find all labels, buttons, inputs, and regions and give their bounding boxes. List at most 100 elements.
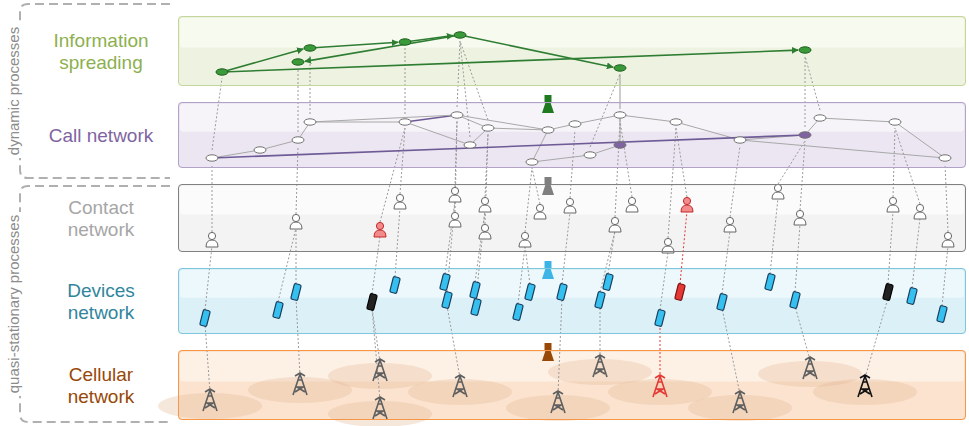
phone-body [655,309,666,326]
call-link [488,128,548,130]
call-node [584,152,596,158]
layer-link [310,54,311,114]
layer-top-face [180,18,964,47]
person-icon [394,194,406,209]
person-head [889,197,896,204]
person-icon [479,224,491,239]
call-link [895,122,945,158]
call-link [405,122,470,145]
cell-tower [858,375,872,397]
cell-tower [203,389,217,411]
phone-body [390,276,401,293]
call-node [889,119,901,125]
person-body [449,195,461,202]
layer-link [778,141,805,184]
layer-ground [178,350,966,420]
layer-link [372,236,380,294]
layer-link [562,212,570,284]
person-head [726,217,733,224]
person-head [451,187,458,194]
layer-label: Call network [49,125,154,147]
info-node [614,65,626,71]
phone-icon [603,273,614,290]
person-head [451,212,458,219]
person-body [519,240,531,247]
call-node [464,142,476,148]
layer-link [912,218,920,288]
phone-icon [790,291,801,308]
info-node [799,47,811,53]
person-icon [794,210,806,225]
person-icon [609,217,621,232]
person-head [664,238,671,245]
layer-link [680,211,687,284]
layer-link [945,164,948,232]
call-link [820,118,895,122]
phone-icon [471,298,482,315]
person-icon [290,214,302,229]
layer-link [895,128,920,204]
spread-arrow [222,49,303,72]
person-body [772,192,784,199]
person-body [290,222,302,229]
call-link [212,135,805,158]
person-icon [772,184,784,199]
person-body [609,225,621,232]
phone-icon [440,273,451,290]
person-body [449,220,461,227]
phone-body [471,298,482,315]
call-node [614,142,626,148]
layer-link [395,208,400,277]
person-icon [564,198,576,213]
person-head [396,194,403,201]
layer-arrow [545,343,552,350]
person-body [681,205,693,212]
person-head [611,217,618,224]
layer-link [212,78,222,150]
person-head [481,197,488,204]
phone-icon [390,276,401,293]
person-icon [534,204,546,219]
call-link [310,115,457,122]
phone-icon [717,293,728,310]
layer-link [660,324,661,378]
person-head [208,232,215,239]
layer-link [795,224,800,292]
person-icon [374,222,386,237]
phone-body [883,283,894,300]
phone-icon [907,287,918,304]
layer-link [770,198,778,274]
phone-body [442,291,453,308]
person-body [374,230,386,237]
person-icon [681,197,693,212]
layer-link [372,308,380,400]
call-node [304,119,316,125]
person-body [534,212,546,219]
info-node [216,69,228,75]
phone-body [273,301,284,318]
cell-tower [733,391,747,413]
call-node [799,132,811,138]
layer-link [722,231,730,294]
phone-body [937,305,948,322]
layer-link [888,211,893,284]
person-body [564,206,576,213]
phone-icon [525,283,536,300]
layer-label-box: Devices network [45,269,157,335]
phone-body [717,293,728,310]
layer-link [296,298,300,376]
phone-icon [513,303,524,320]
person-head [916,204,923,211]
layer-link [296,146,298,214]
layer-ground [178,16,966,86]
call-node [206,155,218,161]
spread-arrow [305,35,460,61]
phone-icon [470,281,481,298]
person-body [914,212,926,219]
call-node [734,137,746,143]
person-body [942,240,954,247]
call-link [620,115,676,122]
info-node [399,39,411,45]
